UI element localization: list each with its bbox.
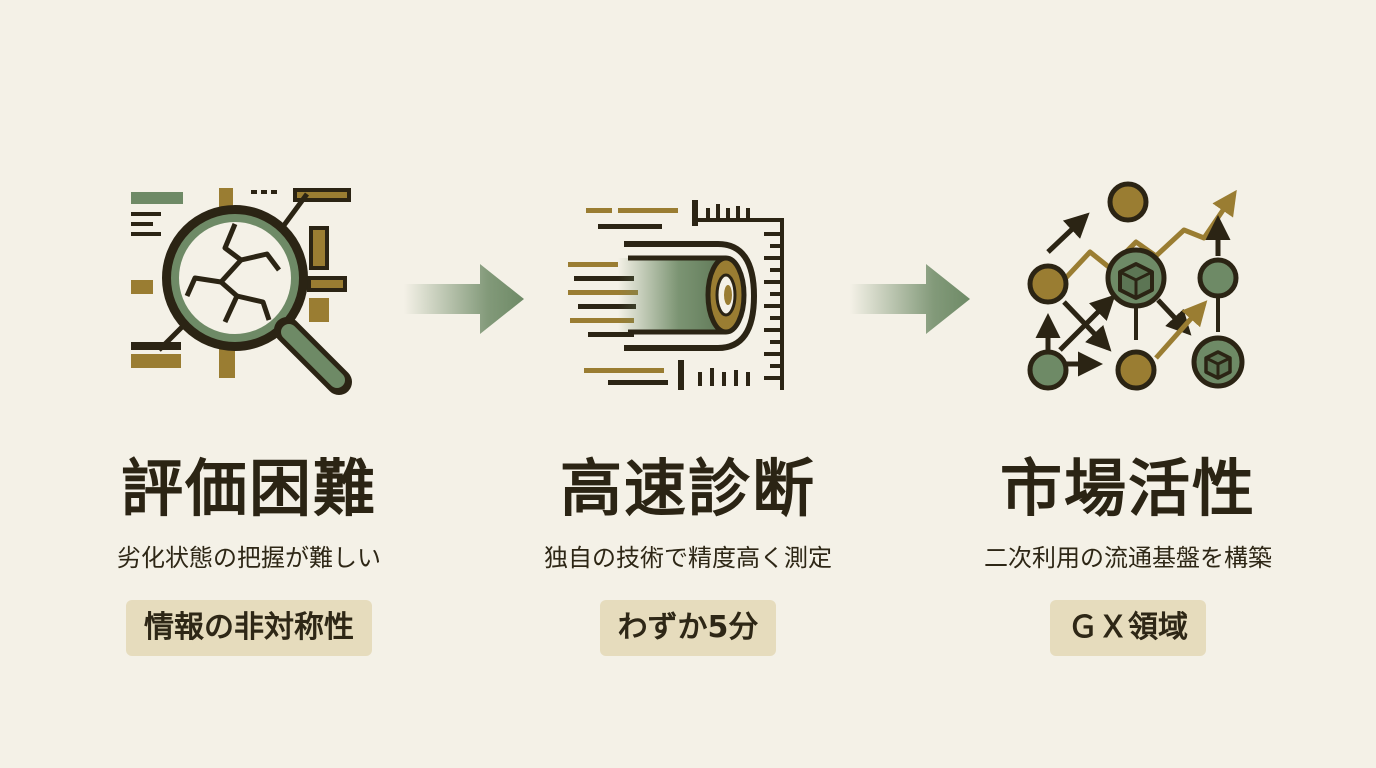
step-badge: わずか5分: [599, 600, 777, 656]
network-growth-icon: [1008, 172, 1248, 412]
flow-arrow-icon: [850, 262, 972, 336]
step-title: 市場活性: [999, 452, 1256, 525]
step-subtitle: 独自の技術で精度高く測定: [544, 544, 832, 572]
step-badge: 情報の非対称性: [126, 600, 372, 656]
step-evaluation-difficulty: 評価困難 劣化状態の把握が難しい 情報の非対称性: [79, 0, 419, 768]
step-subtitle: 二次利用の流通基盤を構築: [984, 544, 1272, 572]
step-rapid-diagnosis: 高速診断 独自の技術で精度高く測定 わずか5分: [518, 0, 858, 768]
step-badge: ＧＸ領域: [1050, 600, 1206, 656]
step-title: 高速診断: [559, 452, 816, 525]
battery-speed-measure-icon: [568, 172, 808, 412]
step-title: 評価困難: [120, 452, 377, 525]
step-market-activation: 市場活性 二次利用の流通基盤を構築 ＧＸ領域: [958, 0, 1298, 768]
flow-arrow-icon: [404, 262, 526, 336]
magnifier-crack-icon: [129, 172, 369, 412]
step-subtitle: 劣化状態の把握が難しい: [117, 544, 381, 572]
